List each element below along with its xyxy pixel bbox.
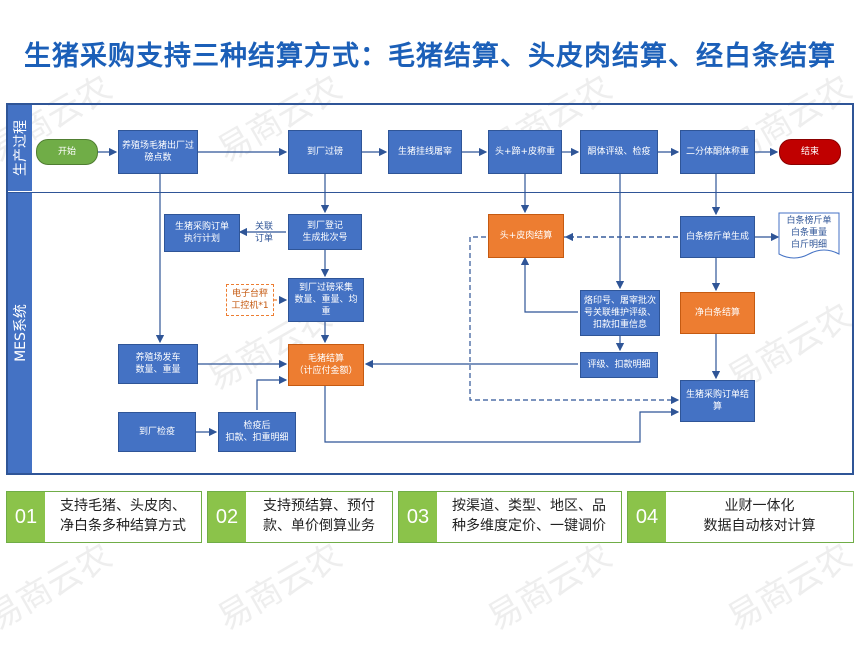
live-settle-node[interactable]: 毛猪结算 （计应付金额）: [288, 344, 364, 386]
purchase-plan-node[interactable]: 生猪采购订单 执行计划: [164, 214, 240, 252]
carcass-grade-node[interactable]: 酮体评级、检疫: [580, 130, 658, 174]
farm-weigh-node[interactable]: 养殖场毛猪出厂过 磅点数: [118, 130, 198, 174]
white-slip-document: 白条榜斤单 白条重量 白斤明细: [786, 216, 832, 251]
farm-ship-node[interactable]: 养殖场发车 数量、重量: [118, 344, 198, 384]
arrive-weigh-node[interactable]: 到厂过磅: [288, 130, 362, 174]
flowchart-frame: [6, 103, 854, 475]
arrive-quarantine-node[interactable]: 到厂检疫: [118, 412, 196, 452]
feature-number: 01: [7, 492, 45, 542]
lane-label-mes: MES系统: [8, 193, 32, 473]
order-settle-node[interactable]: 生猪采购订单结算: [680, 380, 755, 422]
batch-link-node[interactable]: 烙印号、屠宰批次 号关联维护评级、 扣款扣重信息: [580, 290, 660, 336]
feature-number: 02: [208, 492, 246, 542]
lane-divider: [8, 192, 852, 193]
feature-card: 01 支持毛猪、头皮肉、 净白条多种结算方式: [6, 491, 202, 543]
feature-card: 03 按渠道、类型、地区、品 种多维度定价、一键调价: [398, 491, 622, 543]
white-settle-node[interactable]: 净白条结算: [680, 292, 755, 334]
collect-node[interactable]: 到厂过磅采集 数量、重量、均重: [288, 278, 364, 322]
grade-detail-node[interactable]: 评级、扣款明细: [580, 352, 658, 378]
lane-label-production: 生产过程: [8, 105, 32, 191]
e-scale-node[interactable]: 电子台秤 工控机*1: [226, 284, 274, 316]
document-shape: [778, 212, 840, 259]
hang-slaughter-node[interactable]: 生猪挂线屠宰: [388, 130, 462, 174]
link-order-label: 关联 订单: [254, 222, 273, 244]
feature-card: 04 业财一体化 数据自动核对计算: [627, 491, 854, 543]
end-node[interactable]: 结束: [779, 139, 841, 165]
white-slip-node[interactable]: 白条榜斤单生成: [680, 216, 755, 258]
register-node[interactable]: 到厂登记 生成批次号: [288, 214, 362, 250]
feature-number: 03: [399, 492, 437, 542]
after-quarantine-node[interactable]: 检疫后 扣款、扣重明细: [218, 412, 296, 452]
feature-number: 04: [628, 492, 666, 542]
feature-text: 支持预结算、预付 款、单价倒算业务: [263, 498, 375, 534]
head-settle-node[interactable]: 头+皮肉结算: [488, 214, 564, 258]
feature-text: 支持毛猪、头皮肉、 净白条多种结算方式: [60, 498, 186, 534]
head-weigh-node[interactable]: 头+蹄+皮称重: [488, 130, 562, 174]
feature-text: 业财一体化 数据自动核对计算: [703, 498, 816, 534]
page-title: 生猪采购支持三种结算方式：毛猪结算、头皮肉结算、经白条结算: [24, 41, 836, 72]
feature-text: 按渠道、类型、地区、品 种多维度定价、一键调价: [452, 498, 606, 534]
start-node[interactable]: 开始: [36, 139, 98, 165]
feature-card: 02 支持预结算、预付 款、单价倒算业务: [207, 491, 393, 543]
half-weigh-node[interactable]: 二分体酮体称重: [680, 130, 755, 174]
